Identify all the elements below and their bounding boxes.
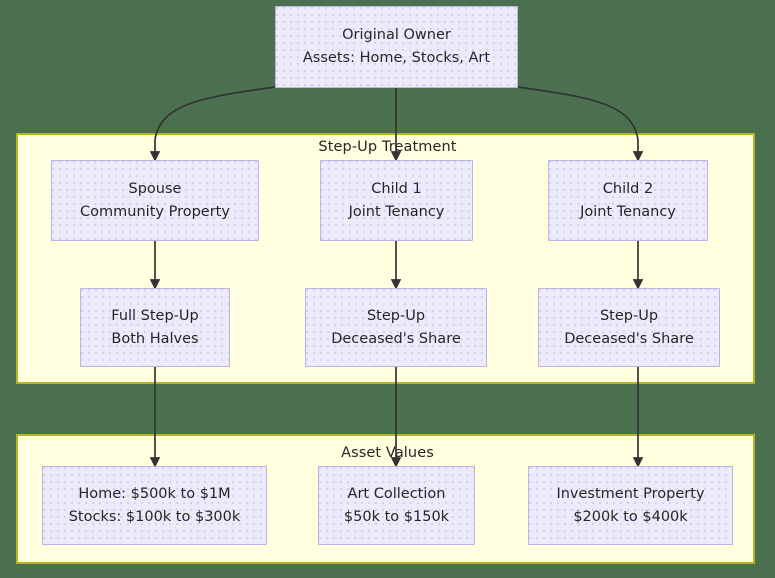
node-step-up-child-1[interactable]: Step-Up Deceased's Share (305, 288, 487, 367)
node-spouse[interactable]: Spouse Community Property (51, 160, 259, 241)
node-child-1-line-2: Joint Tenancy (348, 203, 445, 220)
node-spouse-line-1: Spouse (128, 180, 182, 197)
node-full-step-up-line-1: Full Step-Up (111, 307, 199, 324)
node-home-stocks-line-1: Home: $500k to $1M (78, 485, 231, 502)
node-child-2-line-1: Child 2 (602, 180, 654, 197)
node-child-1[interactable]: Child 1 Joint Tenancy (320, 160, 473, 241)
node-original-owner-line-1: Original Owner (342, 27, 451, 44)
section-step-up-treatment-label: Step-Up Treatment (318, 139, 457, 155)
node-home-stocks-line-2: Stocks: $100k to $300k (68, 508, 241, 525)
node-full-step-up-line-2: Both Halves (111, 330, 199, 347)
node-step-up-child-2[interactable]: Step-Up Deceased's Share (538, 288, 720, 367)
node-spouse-line-2: Community Property (80, 203, 230, 220)
node-home-stocks[interactable]: Home: $500k to $1M Stocks: $100k to $300… (42, 466, 267, 545)
node-step-up-child-1-line-2: Deceased's Share (331, 330, 461, 347)
node-investment-property-line-1: Investment Property (556, 485, 705, 502)
node-original-owner-line-2: Assets: Home, Stocks, Art (302, 50, 491, 66)
node-investment-property[interactable]: Investment Property $200k to $400k (528, 466, 733, 545)
node-art-collection-line-1: Art Collection (347, 485, 446, 502)
node-child-2-line-2: Joint Tenancy (580, 203, 676, 220)
node-child-1-line-1: Child 1 (371, 180, 422, 197)
node-art-collection-line-2: $50k to $150k (343, 508, 450, 525)
node-art-collection[interactable]: Art Collection $50k to $150k (318, 466, 475, 545)
node-step-up-child-2-line-1: Step-Up (599, 307, 659, 324)
node-investment-property-line-2: $200k to $400k (573, 508, 688, 525)
node-original-owner[interactable]: Original Owner Assets: Home, Stocks, Art (275, 6, 518, 88)
node-child-2[interactable]: Child 2 Joint Tenancy (548, 160, 708, 241)
node-full-step-up[interactable]: Full Step-Up Both Halves (80, 288, 230, 367)
node-step-up-child-1-line-1: Step-Up (366, 307, 426, 324)
node-step-up-child-2-line-2: Deceased's Share (564, 330, 694, 347)
section-asset-values-label: Asset Values (341, 445, 434, 461)
